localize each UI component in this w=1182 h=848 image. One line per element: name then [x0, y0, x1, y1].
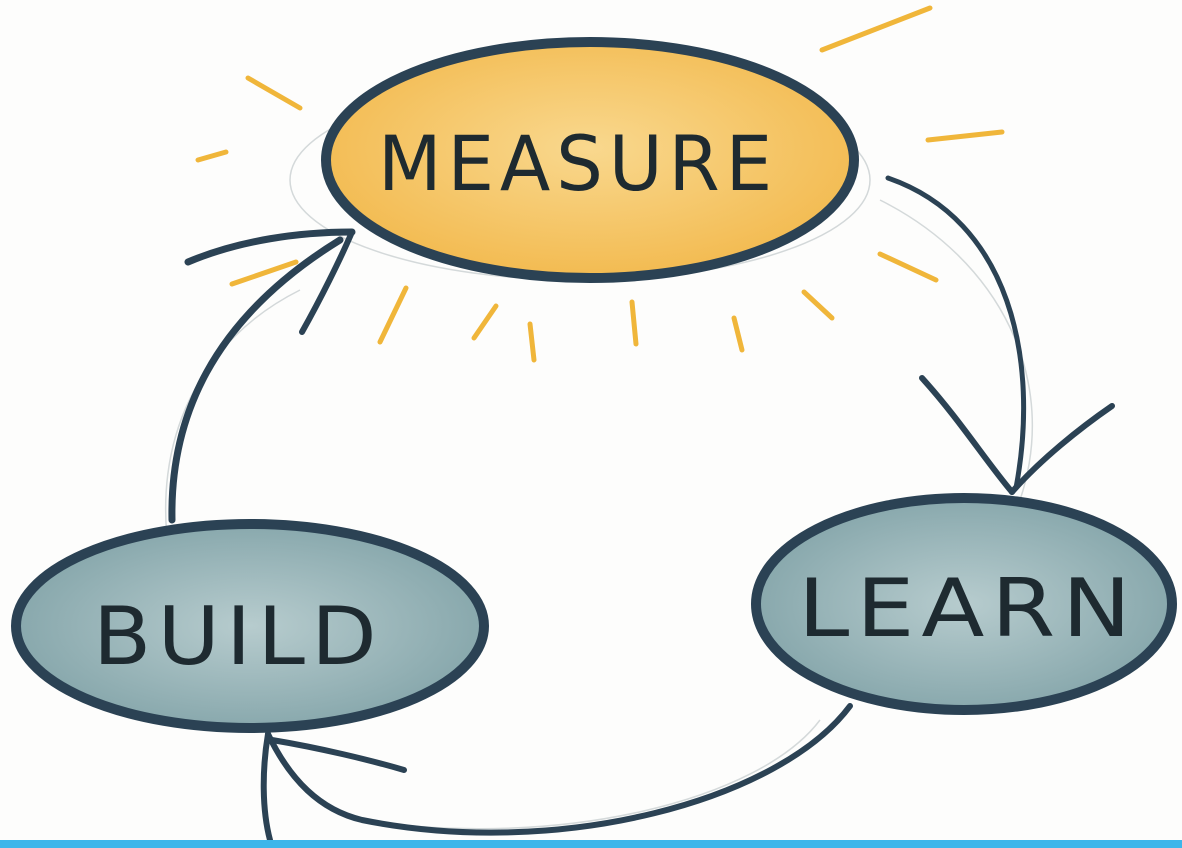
arrow-learn-to-build	[265, 703, 853, 836]
build-ellipse	[11, 519, 489, 733]
node-learn: LEARN	[751, 493, 1177, 715]
build-label: BUILD	[93, 590, 383, 683]
measure-ellipse	[321, 37, 859, 283]
learn-label: LEARN	[798, 562, 1138, 655]
arrowhead-build-a	[260, 731, 273, 843]
learn-ellipse	[751, 493, 1177, 715]
measure-label: MEASURE	[378, 119, 778, 208]
arrow-measure-to-learn	[885, 175, 1027, 491]
bottom-accent-bar	[0, 840, 1182, 848]
arrowhead-build-b	[269, 737, 407, 773]
node-measure: MEASURE	[321, 37, 859, 283]
sunrays	[195, 5, 1005, 363]
cycle-arrows	[168, 175, 1115, 843]
arrowhead-learn-b	[1009, 403, 1115, 495]
arrowhead-learn-a	[919, 375, 1015, 495]
arrowhead-measure-a	[184, 228, 356, 266]
arrow-build-to-measure	[168, 236, 344, 524]
arrowhead-measure-b	[299, 229, 355, 335]
node-build: BUILD	[11, 519, 489, 733]
